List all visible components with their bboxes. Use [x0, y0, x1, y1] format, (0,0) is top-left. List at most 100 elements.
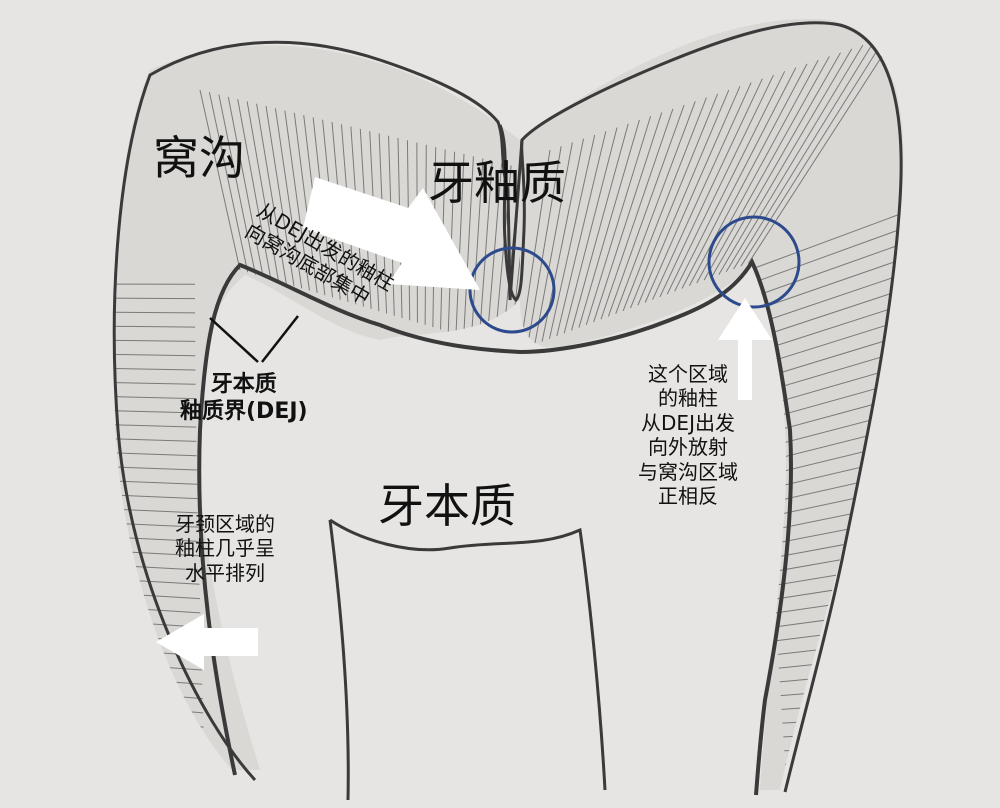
enamel-rod [113, 549, 199, 557]
enamel-label: 牙釉质 [428, 156, 566, 210]
enamel-rod [113, 311, 196, 314]
enamel-rod [785, 760, 904, 765]
cusp-rod-note-line-1: 这个区域 [648, 362, 728, 386]
dej-label-line-2: 釉质界(DEJ) [180, 398, 308, 424]
enamel-rod [113, 451, 197, 457]
arrow-left-cervical [156, 614, 258, 670]
cervical-rod-note: 牙颈区域的 釉柱几乎呈 水平排列 [150, 512, 300, 585]
cusp-rod-note-line-5: 与窝沟区域 [638, 459, 738, 484]
enamel-rod [520, 149, 551, 351]
dej-pointer-1 [209, 317, 259, 363]
enamel-rod [548, 134, 596, 339]
enamel-rod [703, 56, 830, 281]
enamel-rod [615, 101, 696, 314]
enamel-rod [208, 92, 249, 273]
cusp-circle [707, 215, 801, 309]
enamel-rod [113, 423, 197, 428]
enamel-rod [199, 89, 241, 271]
cusp-rod-note: 这个区域 的釉柱 从DEJ出发 向外放射 与窝沟区域 正相反 [608, 362, 768, 508]
enamel-rod [478, 160, 493, 341]
enamel-rod [256, 103, 287, 284]
enamel-rod [455, 153, 465, 335]
enamel-rod [755, 255, 904, 311]
enamel-rod [463, 156, 474, 337]
fissure-groove [498, 124, 526, 303]
enamel-rod [237, 99, 272, 280]
enamel-rod [113, 759, 206, 770]
cusp-rod-note-line-4: 向外放射 [648, 435, 728, 460]
enamel-rod [113, 367, 196, 371]
dej-pointer-2 [261, 315, 299, 363]
pulp-left-wall [328, 519, 350, 801]
enamel-rod [563, 127, 618, 334]
enamel-rod [113, 381, 196, 385]
enamel-rod [246, 101, 280, 282]
enamel-rod [666, 74, 774, 295]
enamel-rod [113, 479, 198, 485]
enamel-rod [113, 297, 196, 300]
enamel-rod [747, 33, 897, 264]
enamel-rod [113, 437, 197, 442]
enamel-rod [578, 119, 640, 328]
enamel-rod [113, 521, 199, 528]
enamel-rod [753, 224, 904, 284]
cervical-rod-note-line-1: 牙颈区域的 [175, 512, 275, 536]
enamel-rod [754, 239, 904, 297]
enamel-rod [733, 41, 875, 270]
enamel-rod [113, 353, 196, 357]
dej-line [197, 257, 793, 796]
enamel-rod [752, 209, 904, 270]
enamel-rod [756, 285, 904, 339]
cusp-rod-note-line-3: 从DEJ出发 [641, 410, 735, 435]
dej-label-line-1: 牙本质 [210, 372, 277, 397]
enamel-rod [274, 108, 303, 289]
enamel-rod [674, 71, 786, 292]
enamel-rod [227, 96, 264, 277]
enamel-rod [784, 745, 904, 752]
enamel-rod [534, 142, 573, 345]
enamel-rod [688, 63, 808, 286]
enamel-rod [571, 123, 629, 331]
enamel-rod [556, 131, 607, 337]
enamel-rod [113, 745, 205, 757]
enamel-rod [786, 776, 904, 779]
enamel-rod [607, 104, 685, 317]
arrow-up-cusp [718, 298, 772, 400]
enamel-rod [711, 52, 841, 278]
enamel-rod [652, 82, 752, 300]
enamel-rod [630, 93, 719, 309]
enamel-rod [740, 37, 886, 267]
enamel-rod [783, 730, 904, 738]
dentin-label: 牙本质 [378, 479, 516, 533]
dej-label: 牙本质 釉质界(DEJ) [180, 372, 308, 426]
enamel-rod [696, 59, 819, 284]
enamel-rod [284, 110, 310, 291]
fissure-label: 窝沟 [153, 131, 245, 185]
enamel-rod [113, 493, 198, 500]
cervical-rod-note-line-3: 水平排列 [185, 560, 265, 585]
enamel-rod [659, 78, 763, 298]
cusp-rod-note-line-6: 正相反 [658, 483, 718, 508]
enamel-rod [637, 89, 730, 306]
enamel-rod [113, 577, 200, 585]
enamel-rod [718, 48, 853, 275]
pulp-outline [329, 518, 607, 791]
tooth-outer-outline [112, 21, 903, 793]
enamel-rod [113, 507, 198, 514]
enamel-rod [293, 112, 318, 293]
enamel-rod [526, 146, 562, 348]
enamel-rod [113, 395, 196, 400]
enamel-rod [218, 94, 256, 275]
enamel-rod [113, 703, 204, 714]
fissure-circle [468, 246, 556, 334]
cervical-rod-note-line-2: 釉柱几乎呈 [175, 536, 275, 561]
enamel-rod [725, 44, 864, 273]
enamel-rod [622, 97, 707, 312]
enamel-rod [755, 270, 904, 325]
enamel-rod [113, 731, 205, 742]
enamel-rod [113, 339, 196, 342]
enamel-rod [113, 535, 199, 542]
enamel-rod [113, 591, 200, 600]
enamel-rod [644, 86, 741, 303]
